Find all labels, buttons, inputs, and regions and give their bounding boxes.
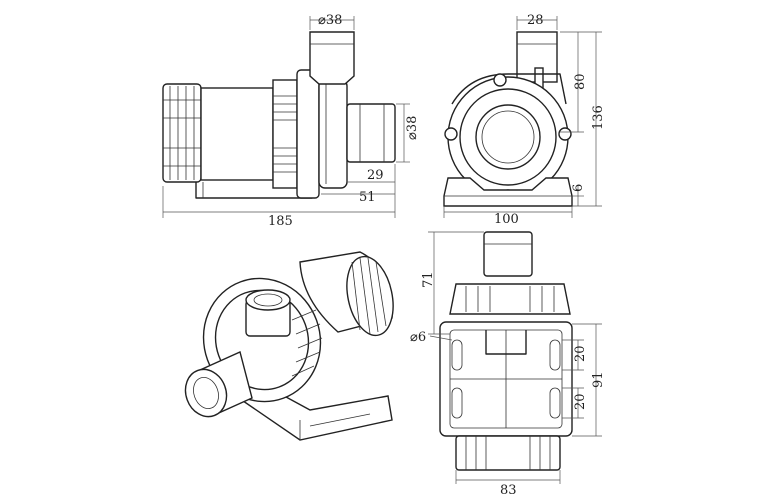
dim-front-total-width: 100	[494, 212, 519, 227]
dim-front-total-height: 136	[591, 105, 606, 130]
dim-bottom-slot-upper: 20	[573, 345, 588, 362]
dim-front-outlet-width: 28	[527, 13, 544, 28]
dim-side-body-front: 51	[359, 190, 376, 205]
dim-bottom-base-length: 91	[591, 371, 606, 388]
dim-side-total-length: 185	[268, 214, 293, 229]
dim-front-base-height: 6	[571, 184, 586, 192]
front-view	[443, 16, 602, 218]
dim-bottom-total-width: 83	[500, 483, 517, 498]
dim-front-outlet-height: 80	[573, 73, 588, 90]
dim-side-inlet-length: 29	[367, 168, 384, 183]
dim-bottom-outlet-height: 71	[421, 271, 436, 288]
dim-side-outlet-diameter: ⌀38	[318, 13, 342, 28]
isometric-view	[184, 251, 394, 441]
dim-bottom-slot-lower: 20	[573, 393, 588, 410]
bottom-view	[428, 231, 602, 484]
dim-side-inlet-diameter: ⌀38	[405, 116, 420, 140]
dim-bottom-hole-diameter: ⌀6	[410, 330, 426, 345]
side-view	[162, 16, 410, 218]
